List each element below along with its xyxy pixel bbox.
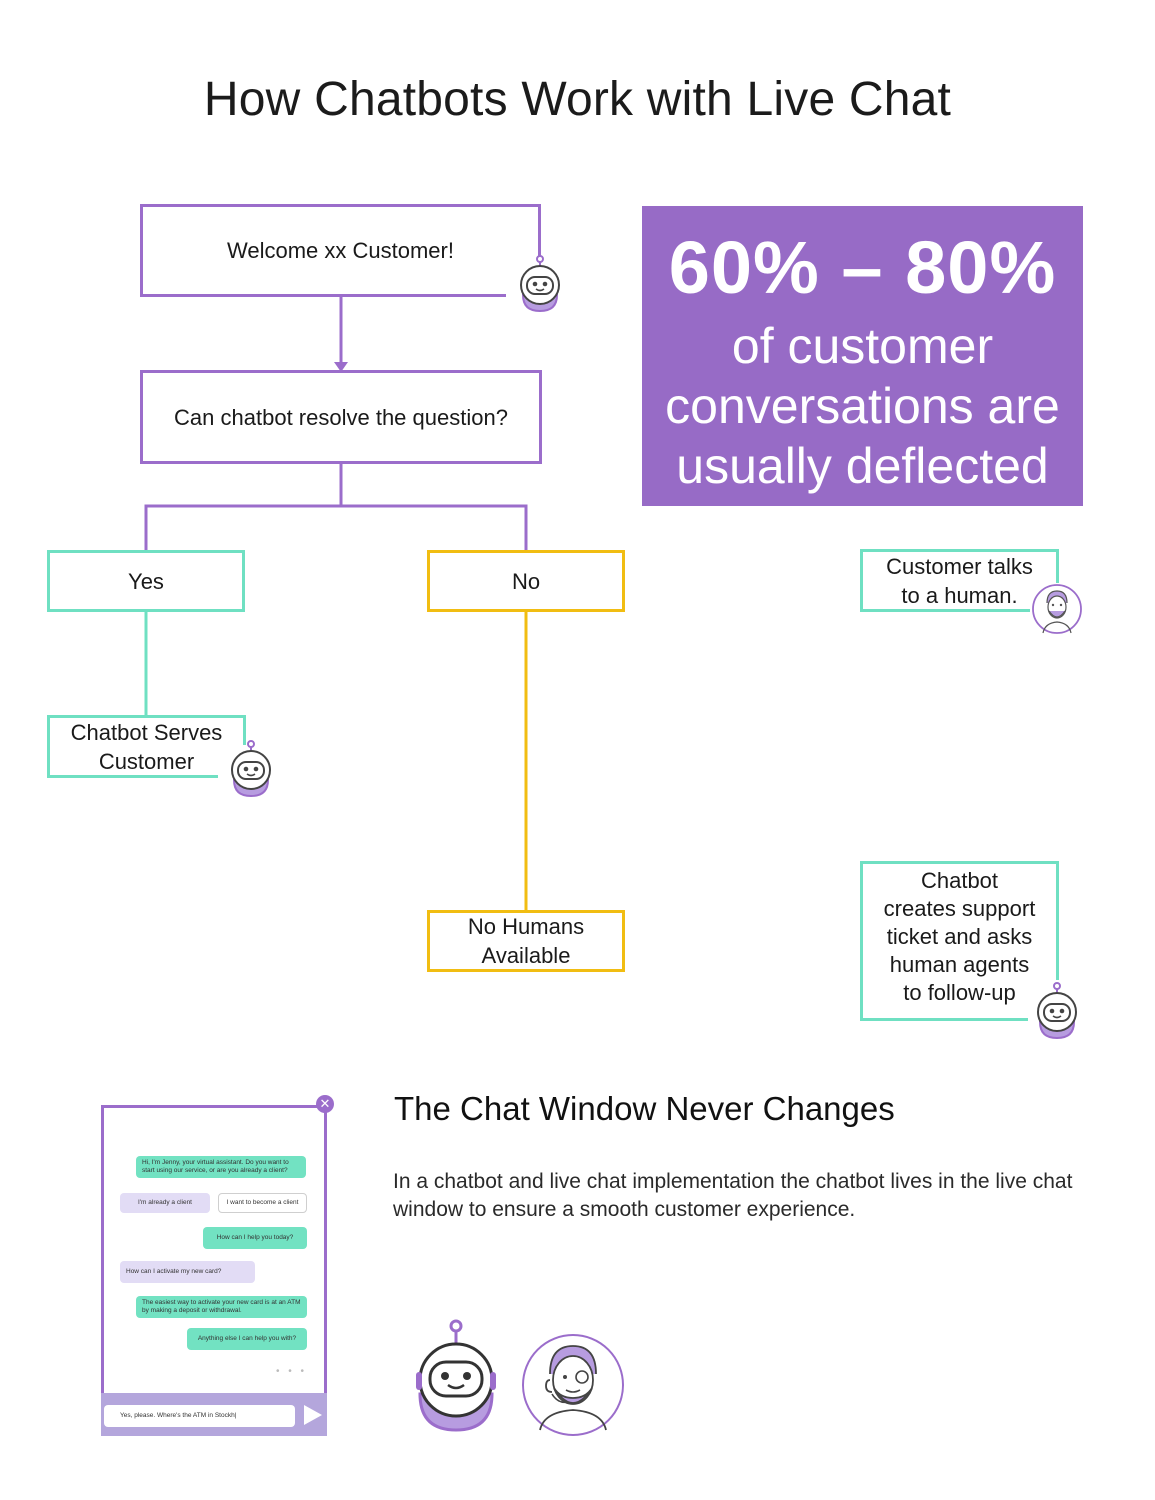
chat-option[interactable]: I'm already a client <box>120 1193 210 1213</box>
no-humans-box: No Humans Available <box>427 910 625 972</box>
chat-message-input[interactable]: Yes, please. Where's the ATM in Stockh| <box>104 1405 295 1427</box>
stat-text: of customer conversations are usually de… <box>642 316 1083 496</box>
nohumans-line-2: Available <box>481 943 571 968</box>
support-ticket-box: Chatbot creates support ticket and asks … <box>860 861 1059 1021</box>
robot-icon <box>1037 982 1077 1040</box>
nohumans-line-1: No Humans <box>467 914 585 939</box>
yes-box: Yes <box>47 550 245 612</box>
question-box: Can chatbot resolve the question? <box>140 370 542 464</box>
ticket-line-4: human agents <box>889 952 1030 977</box>
robot-icon <box>520 255 560 313</box>
no-box: No <box>427 550 625 612</box>
welcome-box: Welcome xx Customer! <box>140 204 541 297</box>
talks-human-box: Customer talks to a human. <box>860 549 1059 612</box>
welcome-label: Welcome xx Customer! <box>227 238 454 263</box>
yes-label: Yes <box>128 568 164 594</box>
ticket-line-2: creates support <box>883 896 1036 921</box>
section-heading: The Chat Window Never Changes <box>394 1090 895 1127</box>
ticket-line-1: Chatbot <box>920 868 999 893</box>
send-icon[interactable] <box>304 1405 322 1425</box>
talks-line-1: Customer talks <box>886 553 1033 579</box>
stat-line-2: conversations are <box>665 378 1060 434</box>
serves-line-1: Chatbot Serves <box>70 719 223 745</box>
stat-panel: 60% – 80% of customer conversations are … <box>642 206 1083 506</box>
talks-line-2: to a human. <box>901 582 1018 608</box>
robot-icon <box>231 740 271 798</box>
chat-option[interactable]: I want to become a client <box>218 1193 307 1213</box>
stat-line-1: of customer <box>731 318 994 374</box>
ticket-line-3: ticket and asks <box>886 924 1033 949</box>
chatbot-serves-box: Chatbot Serves Customer <box>47 715 246 778</box>
question-label: Can chatbot resolve the question? <box>174 404 508 430</box>
chat-bubble-user: How can I activate my new card? <box>120 1261 255 1283</box>
human-agent-icon <box>1032 584 1082 634</box>
chat-bubble-bot: The easiest way to activate your new car… <box>136 1296 307 1318</box>
ticket-line-5: to follow-up <box>903 980 1016 1005</box>
page-title: How Chatbots Work with Live Chat <box>203 73 952 126</box>
stat-line-3: usually deflected <box>676 438 1049 494</box>
no-label: No <box>511 568 541 594</box>
stat-percentage: 60% – 80% <box>668 226 1057 309</box>
chat-bubble-bot: Hi, I'm Jenny, your virtual assistant. D… <box>136 1156 306 1178</box>
close-icon[interactable]: ✕ <box>316 1095 334 1113</box>
chat-bubble-bot: How can I help you today? <box>203 1227 307 1249</box>
arrow-head <box>334 362 348 372</box>
serves-line-2: Customer <box>98 748 195 774</box>
chat-bubble-bot: Anything else I can help you with? <box>187 1328 307 1350</box>
connector-question-branches <box>144 462 343 551</box>
human-agent-icon <box>522 1334 624 1436</box>
connector-question-no <box>341 504 528 551</box>
section-body: In a chatbot and live chat implementatio… <box>393 1170 1073 1221</box>
typing-indicator: • • • <box>276 1366 308 1377</box>
robot-icon <box>416 1319 496 1432</box>
